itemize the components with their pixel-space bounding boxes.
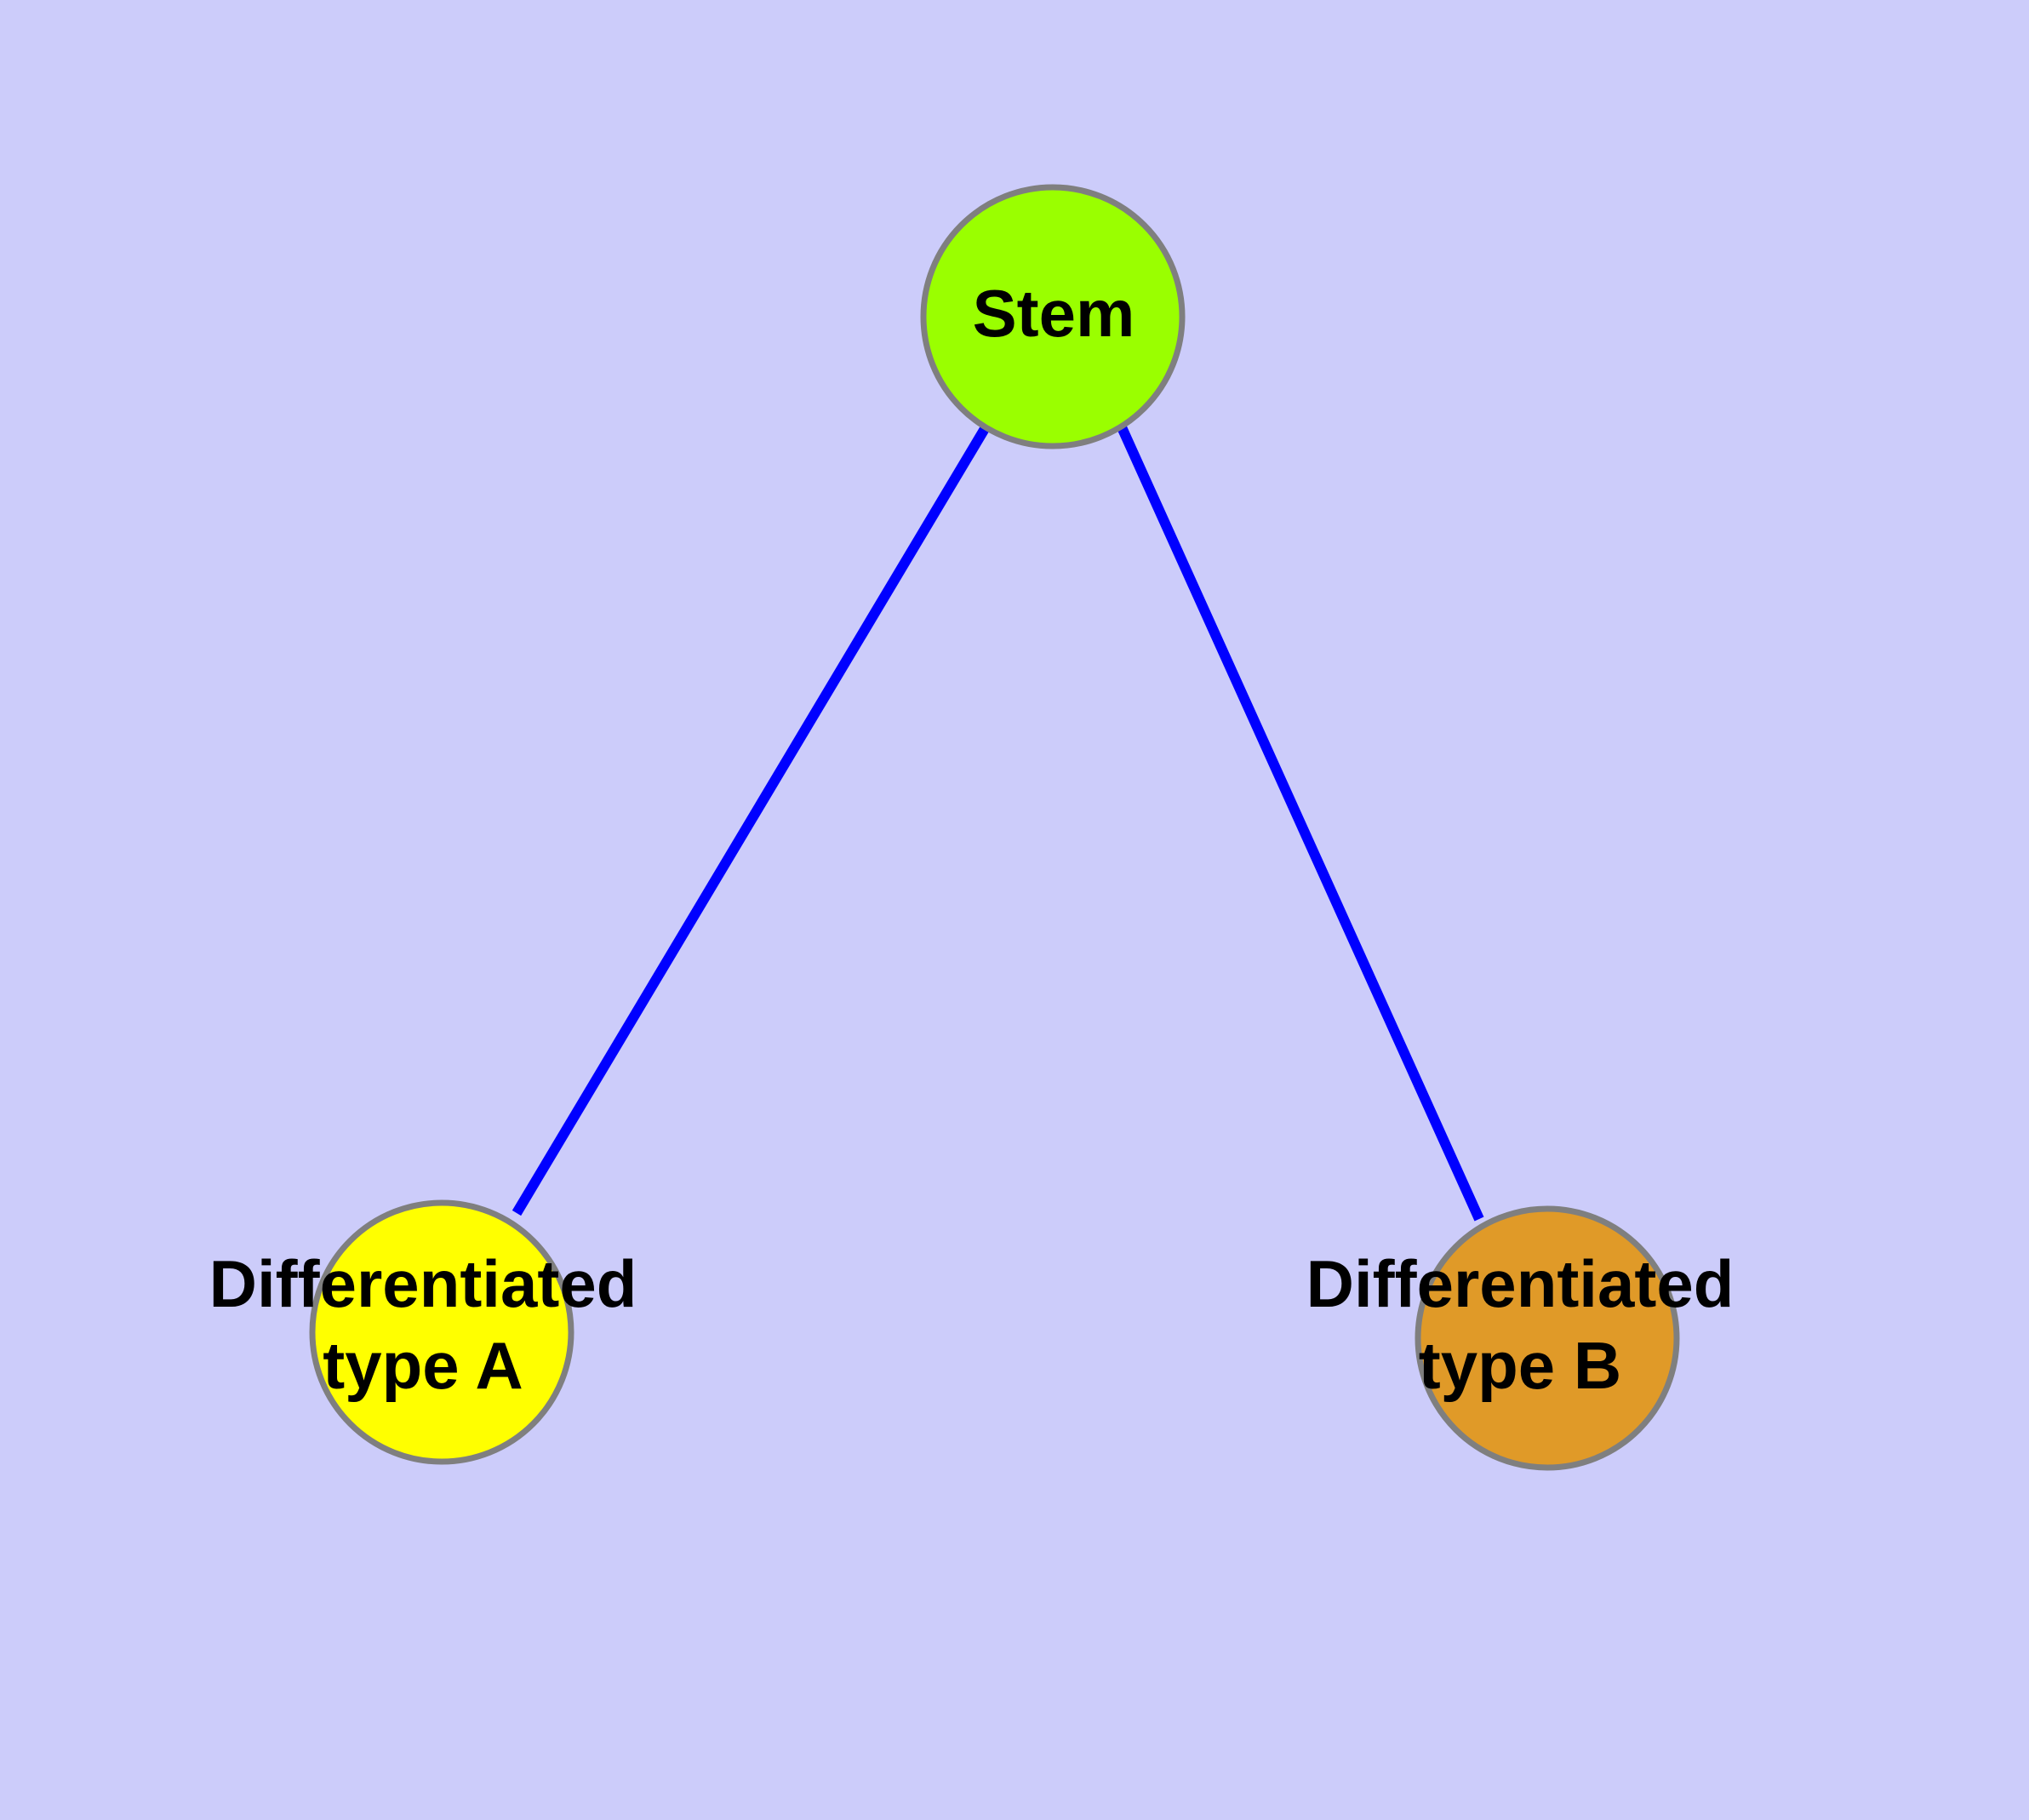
node-label-line: Differentiated bbox=[1306, 1246, 1735, 1321]
edge-stem-to-differentiated-type-a[interactable] bbox=[512, 424, 991, 1216]
nodes-layer bbox=[309, 184, 1680, 1471]
node-stem-circle[interactable] bbox=[920, 184, 1186, 449]
node-label-line: type A bbox=[323, 1328, 523, 1403]
node-label-line: type B bbox=[1419, 1328, 1621, 1403]
node-stem-label: Stem bbox=[973, 276, 1135, 351]
edge-stem-to-differentiated-type-b[interactable] bbox=[1117, 425, 1484, 1222]
node-differentiated-type-b-circle[interactable] bbox=[1415, 1205, 1680, 1471]
node-label-line: Differentiated bbox=[209, 1246, 637, 1321]
node-label-line: Stem bbox=[973, 276, 1135, 351]
edges-layer bbox=[512, 424, 1484, 1222]
node-differentiated-type-a-circle[interactable] bbox=[309, 1199, 574, 1465]
